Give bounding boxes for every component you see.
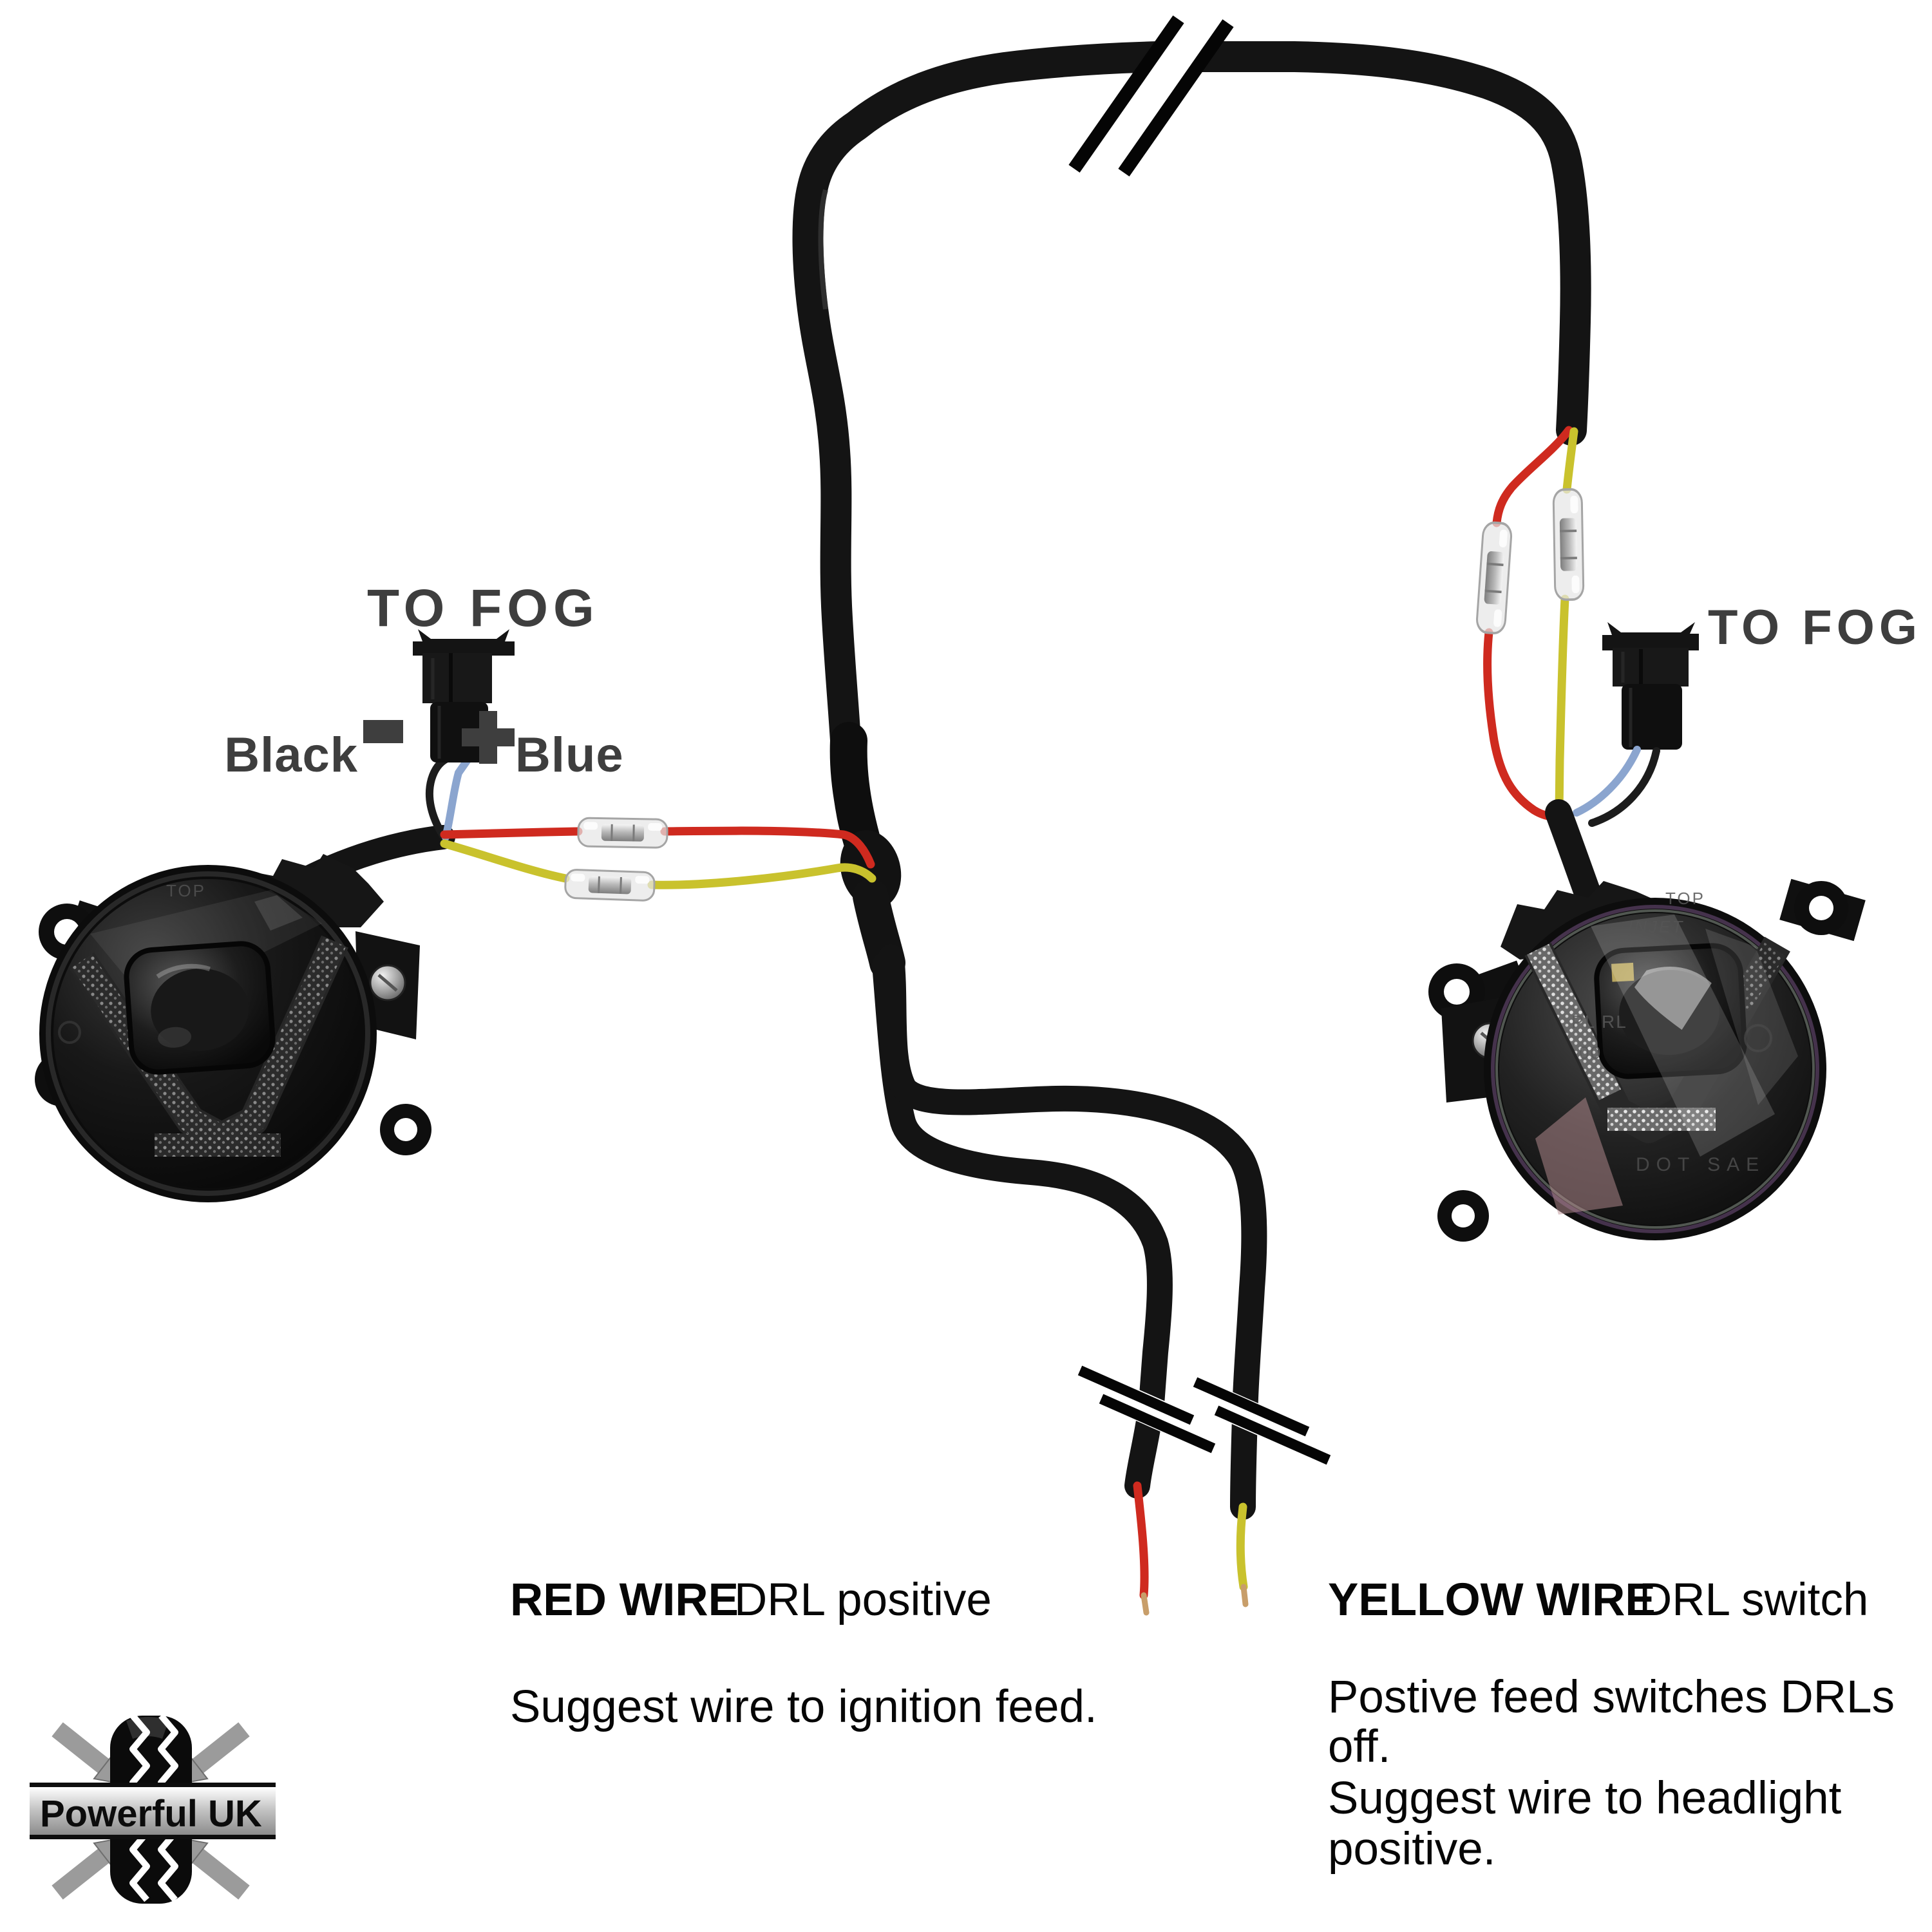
left-lamp-top-marking: TOP xyxy=(166,881,206,900)
left-lamp-reflection2 xyxy=(254,895,303,931)
right-black-wire xyxy=(1588,747,1660,827)
right-fog-lamp: TOP INJET PL RL 00 DOT SAE xyxy=(1428,878,1866,1242)
left-red-wire xyxy=(440,826,875,869)
yellow-wire-annotation: YELLOW WIRE DRL switch Postive feed swit… xyxy=(1328,1575,1895,1875)
powerful-uk-logo: Powerful UK xyxy=(30,1713,276,1904)
right-lamp-top-marking: TOP xyxy=(1665,889,1705,908)
logo-text: Powerful UK xyxy=(40,1793,262,1835)
inline-bullet-connector-left-yellow xyxy=(564,868,656,902)
cable-break-mark-left xyxy=(1077,1365,1216,1454)
right-lamp-code2-marking: 00 xyxy=(1579,1043,1602,1063)
logo-band xyxy=(30,1783,276,1839)
harness-cable-to-yellow xyxy=(878,944,1267,1520)
left-black-wire xyxy=(425,755,451,840)
yellow-wire-end xyxy=(1236,1502,1249,1607)
inline-bullet-connector-right-yellow xyxy=(1552,488,1585,601)
yellow-wire-title: YELLOW WIRE xyxy=(1328,1575,1656,1625)
right-fog-connector xyxy=(1602,622,1699,750)
yellow-wire-note-line: Postive feed switches DRLs xyxy=(1328,1672,1895,1723)
left-fog-connector xyxy=(413,629,515,762)
mount-hole-icon xyxy=(1809,896,1833,920)
yellow-wire-note-line: off. xyxy=(1328,1721,1390,1772)
blue-wire-label: Blue xyxy=(515,728,624,782)
red-wire-copper-tip xyxy=(1141,1592,1150,1616)
cable-break-mark-right xyxy=(1193,1377,1331,1465)
right-pigtail: TO FOG xyxy=(1475,426,1922,915)
right-blue-wire xyxy=(1573,746,1641,817)
right-lamp-pink-reflection xyxy=(1535,1097,1623,1215)
plus-symbol xyxy=(462,711,515,764)
minus-symbol xyxy=(363,720,403,743)
yellow-wire-note-line: positive. xyxy=(1328,1824,1495,1875)
left-lamp-emark-icon xyxy=(58,1021,81,1044)
right-lamp-brand-marking: INJET xyxy=(1628,917,1684,936)
right-lamp-glass-rim xyxy=(1491,905,1819,1233)
red-wire-annotation: RED WIRE DRL positive Suggest wire to ig… xyxy=(510,1575,1097,1732)
black-wire-label: Black xyxy=(224,728,358,782)
red-wire-subtitle: DRL positive xyxy=(734,1575,992,1625)
mount-hole-icon xyxy=(1452,1204,1475,1227)
red-wire-title: RED WIRE xyxy=(510,1575,739,1625)
right-to-fog-label: TO FOG xyxy=(1708,600,1922,655)
red-wire-note-line: Suggest wire to ignition feed. xyxy=(510,1681,1097,1732)
yellow-wire-subtitle: DRL switch xyxy=(1639,1575,1868,1625)
mount-hole-icon xyxy=(1444,979,1470,1005)
right-red-wire xyxy=(1483,426,1573,821)
inline-bullet-connector-left-red xyxy=(577,817,668,849)
left-pigtail: TO FOG Black Blue xyxy=(224,579,876,902)
right-pigtail-sheath xyxy=(1545,799,1604,915)
left-lamp-rim xyxy=(46,871,370,1196)
inline-bullet-connector-right-red xyxy=(1475,520,1513,636)
harness-main-loop xyxy=(792,41,1591,1616)
right-lamp-code-marking: PL RL xyxy=(1571,1012,1627,1032)
left-lamp-projector xyxy=(124,941,276,1075)
right-lamp-glare2 xyxy=(1705,929,1798,1105)
right-lamp-projector xyxy=(1594,943,1747,1079)
right-yellow-wire xyxy=(1555,427,1578,817)
right-lamp-emark-icon xyxy=(1744,1024,1772,1052)
right-lamp-dot-sae-marking: DOT SAE xyxy=(1636,1154,1765,1175)
left-to-fog-label: TO FOG xyxy=(367,579,600,638)
red-wire-end xyxy=(1133,1481,1150,1616)
right-lamp-glare xyxy=(1591,914,1775,1157)
mount-hole-icon xyxy=(394,1118,417,1141)
left-yellow-wire xyxy=(440,839,876,889)
yellow-wire-note-line: Suggest wire to headlight xyxy=(1328,1773,1842,1824)
left-blue-wire xyxy=(442,756,471,841)
yellow-wire-copper-tip xyxy=(1240,1584,1249,1607)
left-fog-lamp: TOP xyxy=(35,854,431,1202)
harness-highlight xyxy=(818,189,828,310)
cable-break-mark-top xyxy=(1068,15,1234,180)
harness-loop-cable xyxy=(792,41,1591,891)
